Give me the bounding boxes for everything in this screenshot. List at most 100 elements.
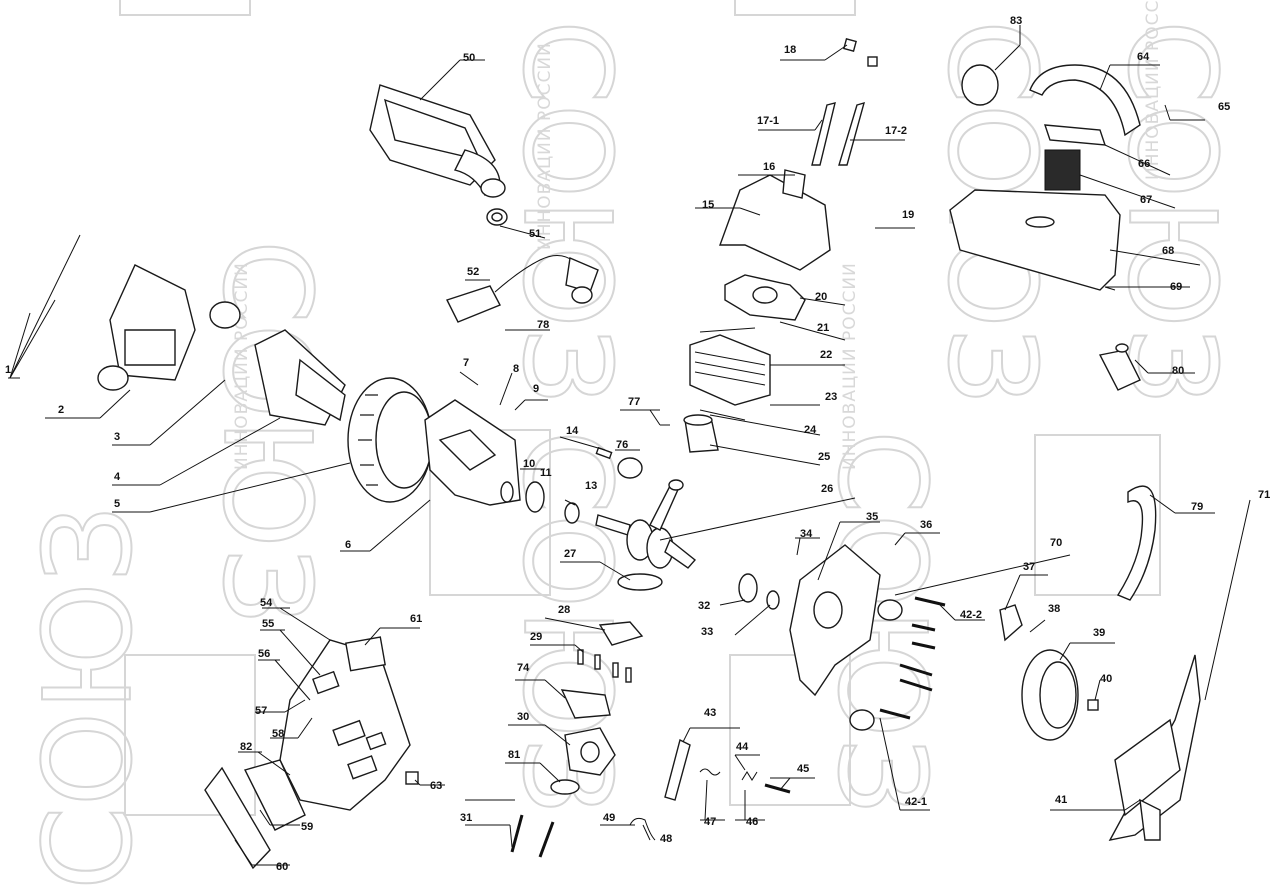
intake-gasket-part [560,689,611,719]
callout-81: 81 [508,749,520,761]
callout-64: 64 [1137,51,1150,63]
leader-lines [8,25,1251,866]
long-bolts-part [510,814,555,858]
callout-83: 83 [1010,15,1022,27]
watermark-brand: СОЮЗ [196,240,335,625]
callout-11: 11 [540,467,552,479]
callout-46: 46 [746,816,758,828]
callout-71: 71 [1258,489,1270,501]
callout-30: 30 [517,711,529,723]
crankcase-part [424,399,545,513]
rotor-part [254,329,346,426]
flywheel-part [1021,649,1079,741]
callout-70: 70 [1050,537,1062,549]
callout-56: 56 [258,648,270,660]
callout-48: 48 [660,833,672,845]
callout-54: 54 [260,597,273,609]
callout-29: 29 [530,631,542,643]
nut-part [1087,699,1099,711]
callout-45: 45 [797,763,809,775]
callout-65: 65 [1218,101,1230,113]
callout-25: 25 [818,451,830,463]
callout-42-1: 42-1 [905,796,927,808]
callout-55: 55 [262,618,274,630]
carb-plate-part [598,621,644,646]
callout-57: 57 [255,705,267,717]
callout-82: 82 [240,741,252,753]
control-panel-part [279,636,419,811]
panel-cover-part [204,759,306,870]
callout-31: 31 [460,812,472,824]
callout-50: 50 [463,52,475,64]
crankcase-half-part [789,544,881,697]
watermark-slogan: ИННОВАЦИИ РОССИИ [535,42,555,250]
callout-4: 4 [114,471,121,483]
watermark-brand: СОЮЗ [1101,20,1240,405]
watermark-slogan: ИННОВАЦИИ РОССИИ [840,262,860,470]
muffler-part [369,84,508,226]
fuel-tank-part [949,189,1121,291]
callout-58: 58 [272,728,284,740]
callout-36: 36 [920,519,932,531]
callout-63: 63 [430,780,442,792]
callout-20: 20 [815,291,827,303]
callout-47: 47 [704,816,716,828]
starter-cover-part [1108,654,1201,841]
fuel-hose-part [1116,485,1157,601]
callout-33: 33 [701,626,713,638]
callout-61: 61 [410,613,422,625]
rubber-foot-part [877,599,903,621]
callout-16: 16 [763,161,775,173]
callout-59: 59 [301,821,313,833]
callout-28: 28 [558,604,570,616]
callout-34: 34 [800,528,813,540]
carburetor-part [564,727,616,776]
filter-part [1043,124,1107,191]
gasket-part [617,573,663,591]
callout-17-2: 17-2 [885,125,907,137]
callout-7: 7 [463,357,469,369]
callout-42-2: 42-2 [960,609,982,621]
callout-2: 2 [58,404,64,416]
callout-52: 52 [467,266,479,278]
callout-9: 9 [533,383,539,395]
callout-3: 3 [114,431,120,443]
gasket-part [550,779,580,795]
bearing-part [738,573,758,603]
callout-35: 35 [866,511,878,523]
callout-6: 6 [345,539,351,551]
rubber-foot-part [849,709,875,731]
callout-66: 66 [1138,158,1150,170]
callout-60: 60 [276,861,288,873]
callout-10: 10 [523,458,535,470]
callout-19: 19 [902,209,914,221]
cylinder-head-part [724,274,806,321]
watermark-slogan: ИННОВАЦИИ РОССИИ [1143,0,1163,180]
callout-21: 21 [817,322,829,334]
callout-17-1: 17-1 [757,115,779,127]
callout-67: 67 [1140,194,1152,206]
cylinder-cover-part [719,169,831,271]
callout-32: 32 [698,600,710,612]
callout-8: 8 [513,363,519,375]
callout-27: 27 [564,548,576,560]
callout-14: 14 [566,425,579,437]
callout-68: 68 [1162,245,1174,257]
callout-51: 51 [529,228,541,240]
stator-housing-part [97,264,241,391]
callout-26: 26 [821,483,833,495]
callout-37: 37 [1023,561,1035,573]
throttle-lever-part [629,738,791,841]
callout-49: 49 [603,812,615,824]
callout-15: 15 [702,199,714,211]
stator-part [347,377,433,503]
callout-43: 43 [704,707,716,719]
bracket-part [999,604,1023,642]
callout-78: 78 [537,319,549,331]
fuel-cap-part [961,64,999,106]
screws-part [577,649,632,683]
bearing-part [766,590,780,610]
callout-13: 13 [585,480,597,492]
piston-part [683,414,719,453]
